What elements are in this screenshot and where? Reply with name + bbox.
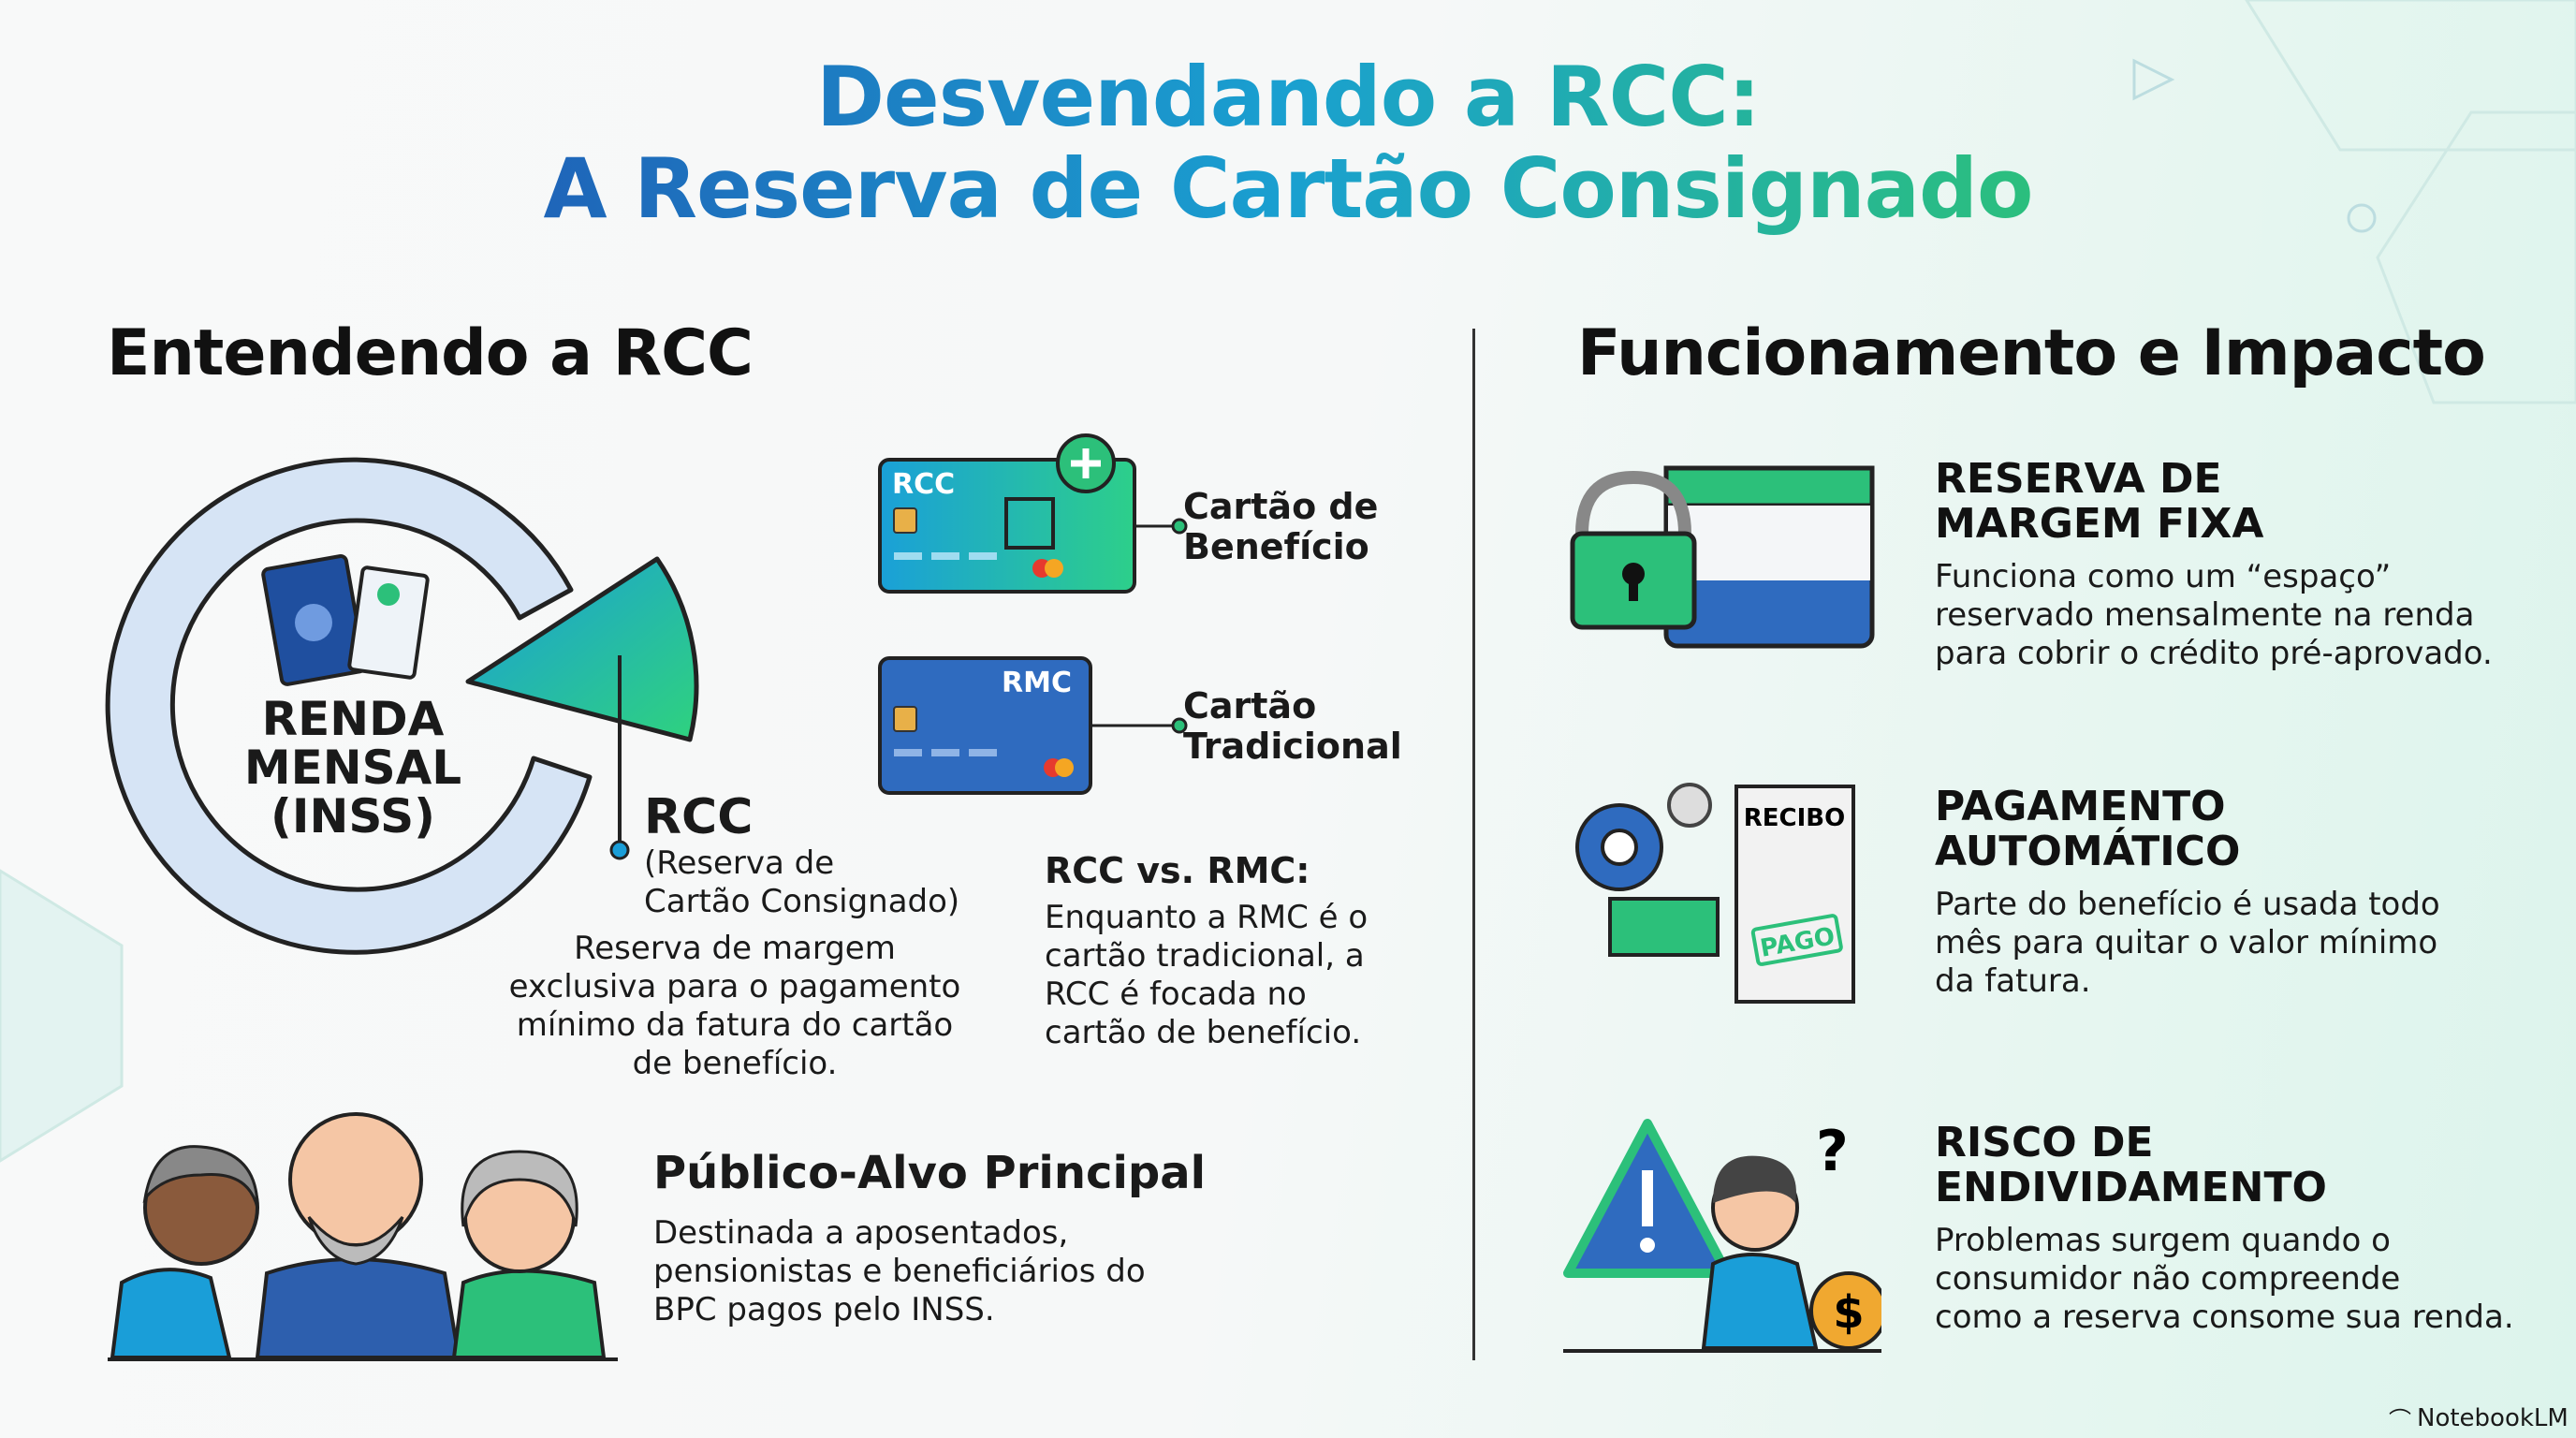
seniors-illustration bbox=[108, 1112, 618, 1361]
caption-line: Benefício bbox=[1183, 526, 1369, 567]
item-body-line: como a reserva consome sua renda. bbox=[1935, 1299, 2514, 1336]
notebooklm-logo-icon: ⌒ bbox=[2389, 1407, 2411, 1433]
audience-body: Destinada a aposentados, pensionistas e … bbox=[653, 1214, 1146, 1329]
cards-illustration bbox=[878, 433, 1188, 795]
rcc-desc-line: Reserva de margem bbox=[574, 930, 896, 967]
audience-line: pensionistas e beneficiários do bbox=[653, 1253, 1146, 1290]
audience-line: Destinada a aposentados, bbox=[653, 1214, 1069, 1252]
rcc-wedge bbox=[465, 556, 699, 742]
lock-calendar-icon bbox=[1570, 465, 1875, 649]
rcc-desc-line: mínimo da fatura do cartão bbox=[516, 1006, 954, 1044]
compare-line: cartão tradicional, a bbox=[1045, 937, 1365, 975]
compare-body: Enquanto a RMC é o cartão tradicional, a… bbox=[1045, 899, 1368, 1052]
rcc-subtitle-2: Cartão Consignado) bbox=[644, 883, 960, 920]
rcc-description: Reserva de margem exclusiva para o pagam… bbox=[501, 930, 969, 1083]
right-item-2: PAGAMENTO AUTOMÁTICO Parte do benefício … bbox=[1935, 785, 2440, 1001]
receipt-label: RECIBO bbox=[1744, 804, 1845, 832]
item-body-line: consumidor não compreende bbox=[1935, 1260, 2401, 1298]
notebooklm-brand: ⌒ NotebookLM bbox=[2389, 1401, 2569, 1434]
compare-line: RCC é focada no bbox=[1045, 976, 1307, 1013]
right-heading: Funcionamento e Impacto bbox=[1577, 316, 2486, 390]
item-body-line: mês para quitar o valor mínimo bbox=[1935, 924, 2438, 961]
ring-label-line-2: MENSAL bbox=[243, 741, 462, 795]
item-title: ENDIVIDAMENTO bbox=[1935, 1164, 2327, 1211]
item-body-line: Funciona como um “espaço” bbox=[1935, 558, 2392, 595]
rcc-desc-line: exclusiva para o pagamento bbox=[508, 968, 961, 1005]
brand-text: NotebookLM bbox=[2417, 1403, 2569, 1432]
item-body-line: da fatura. bbox=[1935, 962, 2091, 1000]
compare-line: Enquanto a RMC é o bbox=[1045, 899, 1368, 936]
compare-line: cartão de benefício. bbox=[1045, 1014, 1362, 1051]
gear-receipt-icon: RECIBO PAGO bbox=[1575, 783, 1855, 1004]
ring-label: RENDA MENSAL (INSS) bbox=[212, 695, 493, 841]
left-heading: Entendendo a RCC bbox=[107, 316, 754, 390]
rmc-card bbox=[878, 656, 1188, 795]
caption-line: Tradicional bbox=[1183, 726, 1402, 767]
income-ring-diagram bbox=[105, 457, 699, 955]
rcc-card bbox=[878, 433, 1188, 594]
item-title: RISCO DE bbox=[1935, 1119, 2154, 1167]
item-body-line: para cobrir o crédito pré-aprovado. bbox=[1935, 635, 2493, 672]
right-item-1: RESERVA DE MARGEM FIXA Funciona como um … bbox=[1935, 457, 2493, 673]
document-icon bbox=[261, 554, 430, 686]
rcc-label: RCC bbox=[644, 789, 754, 845]
title-line-1: Desvendando a RCC: bbox=[0, 49, 2576, 145]
rcc-desc-line: de benefício. bbox=[632, 1045, 838, 1082]
right-item-3: RISCO DE ENDIVIDAMENTO Problemas surgem … bbox=[1935, 1121, 2514, 1337]
caption-line: Cartão bbox=[1183, 685, 1317, 726]
svg-text:$: $ bbox=[1833, 1286, 1864, 1339]
item-body-line: reservado mensalmente na renda bbox=[1935, 596, 2475, 634]
rmc-card-label: RMC bbox=[1002, 667, 1072, 699]
rcc-subtitle-1: (Reserva de bbox=[644, 844, 835, 882]
title-line-2: A Reserva de Cartão Consignado bbox=[0, 140, 2576, 237]
rcc-subtitle: (Reserva de Cartão Consignado) bbox=[644, 844, 959, 921]
item-body-line: Problemas surgem quando o bbox=[1935, 1222, 2391, 1259]
item-body-line: Parte do benefício é usada todo bbox=[1935, 886, 2440, 923]
audience-line: BPC pagos pelo INSS. bbox=[653, 1291, 995, 1328]
right-icons: RECIBO PAGO ? $ bbox=[1563, 465, 1881, 1353]
item-title: AUTOMÁTICO bbox=[1935, 828, 2241, 875]
compare-heading: RCC vs. RMC: bbox=[1045, 850, 1310, 891]
item-title: RESERVA DE bbox=[1935, 455, 2222, 503]
item-title: PAGAMENTO bbox=[1935, 783, 2226, 830]
ring-label-line-1: RENDA bbox=[261, 692, 445, 746]
rcc-card-label: RCC bbox=[892, 468, 956, 501]
section-divider bbox=[1472, 329, 1475, 1360]
audience-heading: Público-Alvo Principal bbox=[653, 1147, 1207, 1199]
item-title: MARGEM FIXA bbox=[1935, 500, 2264, 548]
caption-line: Cartão de bbox=[1183, 486, 1379, 527]
warning-person-icon: ? $ bbox=[1563, 1119, 1881, 1353]
svg-text:?: ? bbox=[1816, 1119, 1849, 1184]
ring-label-line-3: (INSS) bbox=[271, 789, 435, 844]
